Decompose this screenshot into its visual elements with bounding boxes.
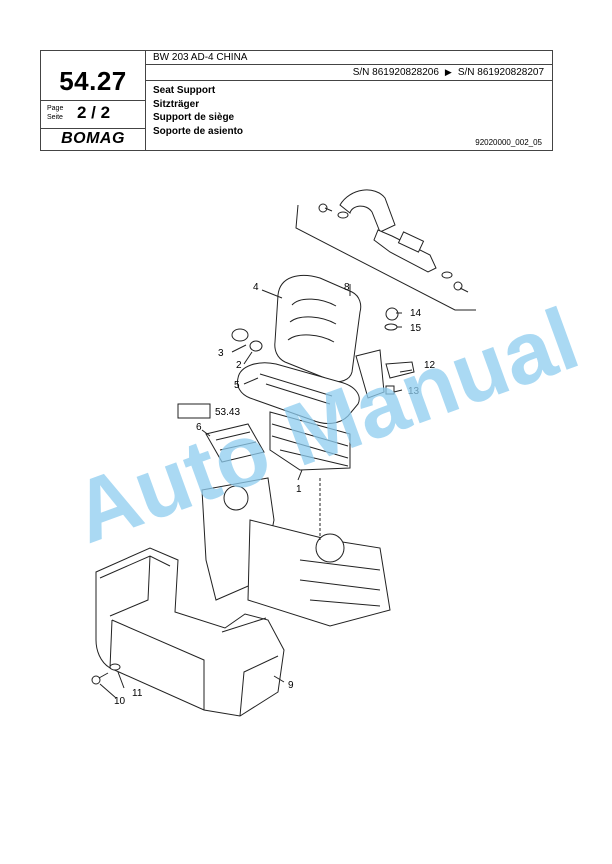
callout-5: 5 bbox=[234, 380, 240, 391]
title-block: BW 203 AD-4 CHINA S/N 861920828206▶S/N 8… bbox=[40, 50, 553, 151]
callout-15: 15 bbox=[410, 323, 422, 334]
callout-12: 12 bbox=[424, 360, 436, 371]
callout-9: 9 bbox=[288, 680, 294, 691]
callout-8: 8 bbox=[344, 282, 350, 293]
seat-backrest bbox=[274, 274, 362, 383]
title-de: Sitzträger bbox=[153, 98, 200, 110]
callout-14: 14 bbox=[410, 308, 422, 319]
seat-belt-assembly bbox=[295, 189, 476, 311]
callout-11: 11 bbox=[132, 688, 143, 699]
serial-from: S/N 861920828206 bbox=[352, 67, 439, 78]
console-cover bbox=[95, 547, 285, 717]
group-number: 54.27 bbox=[59, 66, 127, 96]
callout-10: 10 bbox=[114, 696, 126, 707]
model-name: BW 203 AD-4 CHINA bbox=[153, 52, 248, 63]
serial-range: S/N 861920828206 ▶ S/N 861920828207 bbox=[353, 67, 544, 78]
serial-to: S/N 861920828207 bbox=[457, 67, 544, 78]
brand-logo: BOMAG bbox=[61, 130, 125, 147]
title-es: Soporte de asiento bbox=[153, 125, 244, 137]
mounting-plate bbox=[205, 423, 265, 463]
ref-53-43: 53.43 bbox=[215, 407, 240, 418]
page-label: Page Seite bbox=[47, 105, 64, 121]
title-fr: Support de siège bbox=[153, 112, 235, 123]
callout-1: 1 bbox=[296, 484, 302, 495]
callout-3: 3 bbox=[218, 348, 224, 359]
arrow-right-icon: ▶ bbox=[444, 67, 452, 77]
callout-13: 13 bbox=[408, 386, 420, 397]
reference-box bbox=[177, 403, 211, 419]
callout-6: 6 bbox=[196, 422, 202, 433]
document-number: 92020000_002_05 bbox=[475, 138, 542, 147]
page-number: 2 / 2 bbox=[77, 103, 111, 122]
seat-suspension bbox=[269, 411, 351, 471]
callout-4: 4 bbox=[253, 282, 259, 293]
console-frame bbox=[201, 477, 391, 627]
callout-2: 2 bbox=[236, 360, 242, 371]
title-en: Seat Support bbox=[153, 85, 216, 96]
seat-cushion bbox=[237, 362, 360, 424]
part-titles: Seat Support Sitzträger Support de siège… bbox=[153, 84, 243, 138]
